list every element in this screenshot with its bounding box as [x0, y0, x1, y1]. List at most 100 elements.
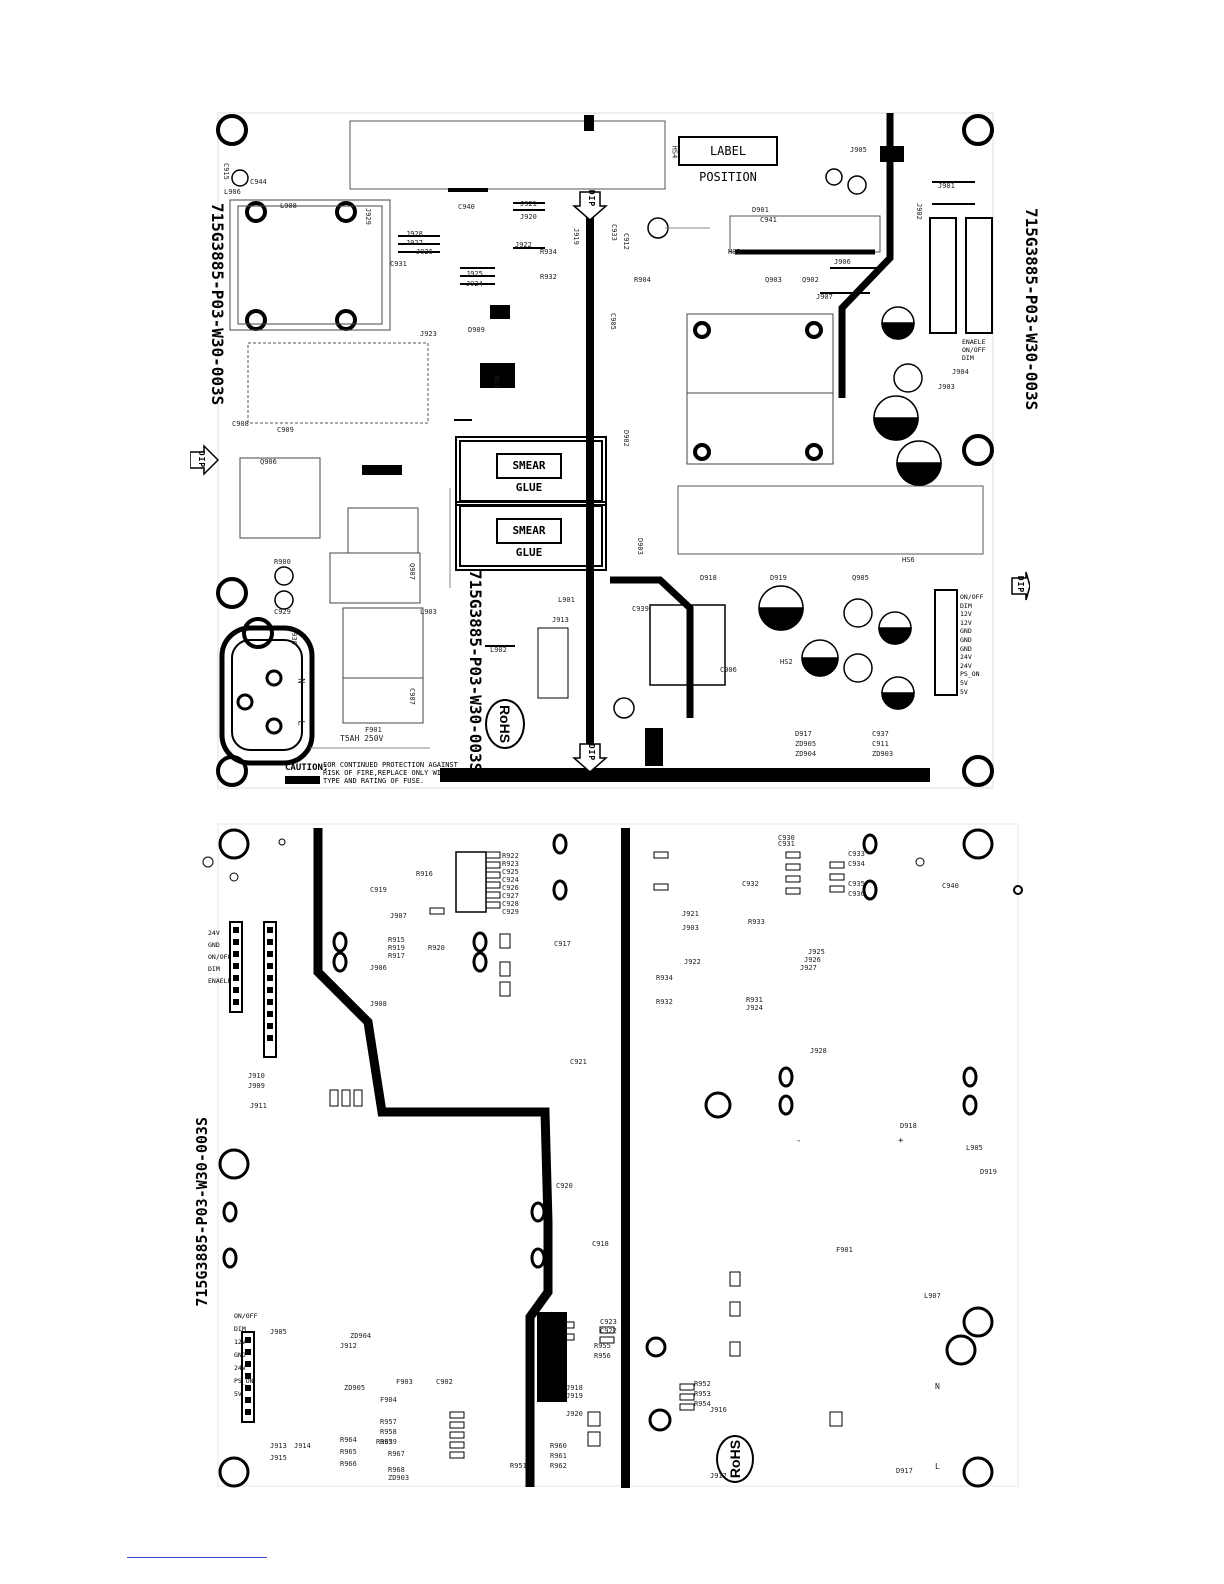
ref-label: C922	[600, 1327, 617, 1335]
ref-label: F903	[396, 1378, 413, 1386]
ref-label: J920	[566, 1410, 583, 1418]
heatsink-label-hs4: HS4	[670, 145, 679, 159]
label-position-box: LABEL POSITION	[678, 136, 778, 184]
ref-label: J918	[566, 1384, 583, 1392]
dip-mark-2: DIP	[587, 743, 597, 762]
top-board: LABEL POSITION SMEAR GLUE SMEAR GLUE 715…	[190, 108, 1041, 793]
pin-label: 5V	[234, 1390, 242, 1398]
polarity-minus: -	[796, 1136, 802, 1146]
pin-label: 24V	[208, 929, 220, 937]
dip-mark-4: DIP	[1016, 575, 1026, 594]
ref-label: C915	[222, 163, 230, 180]
ref-label: Q905	[852, 574, 869, 582]
ref-label: C932	[742, 880, 759, 888]
ref-label: R920	[428, 944, 445, 952]
ref-label: R957	[380, 1418, 397, 1426]
ref-label: C912	[622, 233, 630, 250]
ref-label: C941	[760, 216, 777, 224]
ref-label: R916	[416, 870, 433, 878]
caution-line-3: TYPE AND RATING OF FUSE.	[323, 777, 425, 785]
pin-label: ON/OFF	[962, 346, 986, 354]
ref-label: C937	[872, 730, 889, 738]
smear-glue-label-2: SMEAR GLUE	[496, 518, 562, 559]
ref-label: C920	[556, 1182, 573, 1190]
pin-label: ENAELE	[208, 977, 232, 985]
ref-label: C902	[436, 1378, 453, 1386]
pin-label: GND	[960, 627, 972, 636]
bottom-board-artwork	[202, 823, 1023, 1488]
ref-label: C939	[632, 605, 649, 613]
pin-label: DIM	[960, 601, 972, 610]
ref-label: J917	[710, 1472, 727, 1480]
ref-label: J914	[294, 1442, 311, 1450]
ref-label: J925	[466, 270, 483, 278]
ref-label: ZD903	[388, 1474, 410, 1482]
ref-label: HS2	[780, 658, 793, 666]
ref-label: R919	[388, 944, 405, 952]
ref-label: C936	[848, 890, 865, 898]
ref-label: Q906	[260, 458, 277, 466]
pin-label: GND	[234, 1351, 246, 1359]
ref-label: J913	[270, 1442, 287, 1450]
ref-label: J927	[800, 964, 817, 972]
line-label-n: N	[295, 678, 306, 684]
ref-label: J915	[270, 1454, 287, 1462]
ref-label: J929	[364, 208, 372, 225]
ref-label: J922	[515, 241, 532, 249]
ref-label: C909	[277, 426, 294, 434]
ref-label: R962	[550, 1462, 567, 1470]
caution-line-1: FOR CONTINUED PROTECTION AGAINST	[323, 761, 458, 769]
line-label-l: L	[295, 720, 306, 726]
ref-label: C927	[502, 892, 519, 900]
ref-label: C933	[848, 850, 865, 858]
pin-label: DIM	[962, 354, 974, 362]
ref-label: R963	[376, 1438, 393, 1446]
heatsink-label-hs6: HS6	[902, 556, 915, 564]
ref-label: J904	[952, 368, 969, 376]
ref-label: J905	[850, 146, 867, 154]
ref-label: F904	[380, 1396, 397, 1404]
ref-label: D901	[752, 206, 769, 214]
caution-line-2: RISK OF FIRE,REPLACE ONLY WITH SAME	[323, 769, 471, 777]
ref-label: J906	[370, 964, 387, 972]
ref-label: C940	[942, 882, 959, 890]
ref-label: C931	[778, 840, 795, 848]
ref-label: L906	[224, 188, 241, 196]
board-code-center: 715G3885-P03-W30-003S	[466, 570, 485, 773]
pin-label: GND	[960, 644, 972, 653]
ref-label: J926	[416, 248, 433, 256]
ref-label: J921	[682, 910, 699, 918]
ref-label: R933	[748, 918, 765, 926]
ref-label: J921	[520, 200, 537, 208]
board-code-right: 715G3885-P03-W30-003S	[1022, 208, 1041, 411]
ref-label: R961	[550, 1452, 567, 1460]
ref-label: Q907	[408, 563, 416, 580]
ref-label: C919	[370, 886, 387, 894]
ref-label: C926	[502, 884, 519, 892]
pin-label: 24V	[234, 1364, 246, 1372]
ref-label: D902	[622, 430, 630, 447]
ref-label: C935	[848, 880, 865, 888]
ref-label: R915	[388, 936, 405, 944]
ref-label: R953	[694, 1390, 711, 1398]
caution-text-block: FOR CONTINUED PROTECTION AGAINST RISK OF…	[323, 761, 471, 785]
ref-label: J906	[834, 258, 851, 266]
ref-label: D917	[795, 730, 812, 738]
pin-label: 12V	[960, 610, 972, 619]
ref-label: J922	[684, 958, 701, 966]
connector-cn802-labels: ON/OFF DIM 12V 12V GND GND GND 24V 24V P…	[960, 593, 983, 696]
ref-label: R952	[694, 1380, 711, 1388]
connector-top-labels: 24V GND ON/OFF DIM ENAELE	[208, 927, 231, 987]
ref-label: F901	[836, 1246, 853, 1254]
ref-label: J923	[420, 330, 437, 338]
ref-label: D919	[980, 1168, 997, 1176]
line-label-n-bottom: N	[935, 1382, 940, 1391]
ref-label: R956	[594, 1352, 611, 1360]
caution-bar	[285, 776, 320, 784]
pin-label: ON/OFF	[208, 953, 232, 961]
ref-label: J907	[816, 293, 833, 301]
ref-label: J910	[248, 1072, 265, 1080]
ref-label: R904	[634, 276, 651, 284]
ref-label: L901	[558, 596, 575, 604]
pin-label: 12V	[234, 1338, 246, 1346]
